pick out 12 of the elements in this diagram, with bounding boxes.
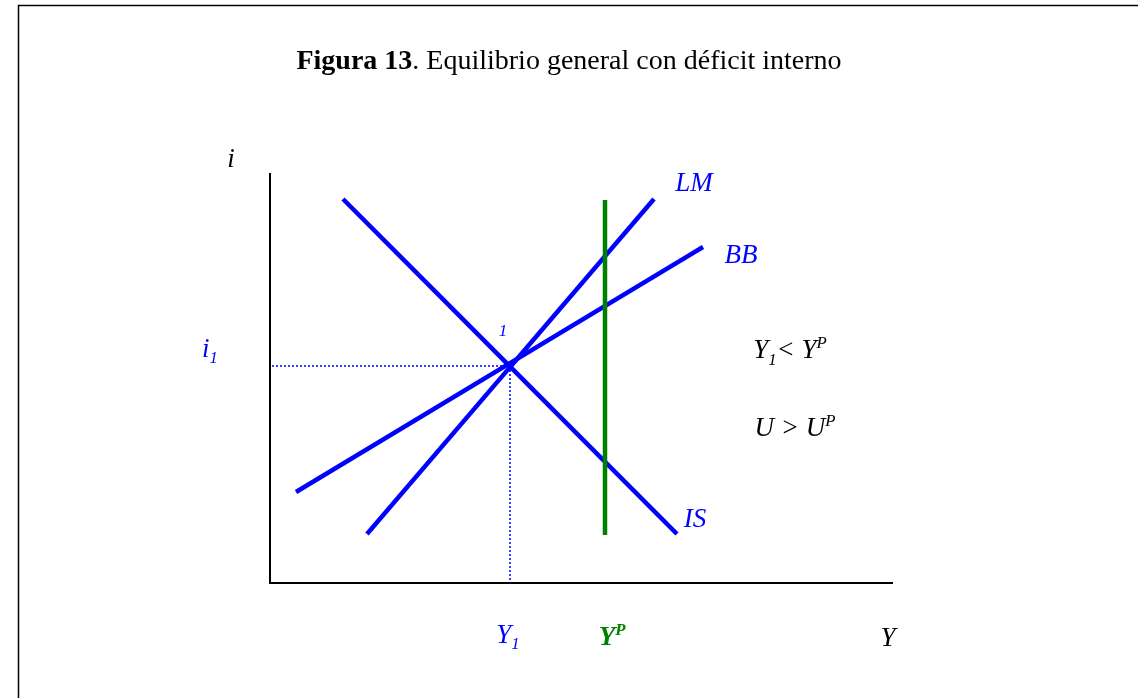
point-label: 1 xyxy=(498,321,508,339)
figure-title: Figura 13. Equilibrio general con déficit interno xyxy=(296,44,842,76)
axis-value-label: Y$_{1}$ xyxy=(496,620,520,654)
condition-text: Y$_{1}$< Y$^{P}$ xyxy=(753,335,827,369)
curve-label: BB xyxy=(724,240,758,268)
condition-text: U > U$^{P}$ xyxy=(754,413,836,441)
curve-label: IS xyxy=(683,504,707,532)
axis-label: i xyxy=(227,144,235,172)
curve-label: LM xyxy=(675,168,713,196)
axis-value-label: Y$^{P}$ xyxy=(598,622,626,650)
axis-value-label: i$_{1}$ xyxy=(202,334,218,368)
axis-label: Y xyxy=(880,623,896,651)
